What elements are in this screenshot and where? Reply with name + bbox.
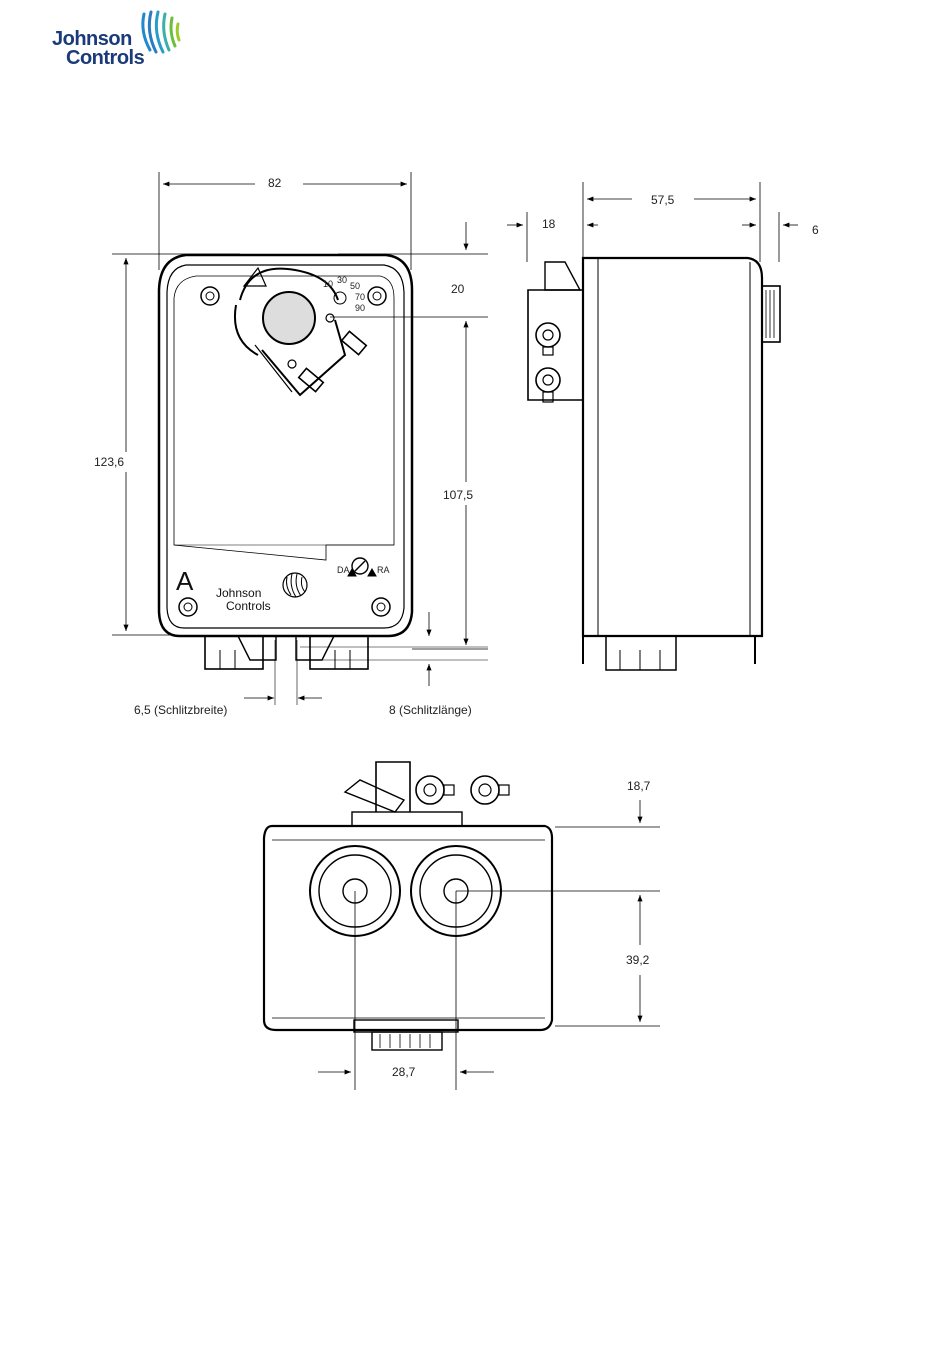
side-view — [507, 182, 798, 670]
dim-slot-length: 8 (Schlitzlänge) — [389, 703, 472, 717]
switch-label-ra: RA — [377, 565, 390, 575]
dim-knob: 6 — [812, 223, 819, 237]
device-brand-line2: Controls — [226, 599, 271, 613]
scale-mark-90: 90 — [355, 303, 365, 313]
device-letter: A — [176, 566, 194, 596]
dim-hole-spacing: 28,7 — [392, 1065, 416, 1079]
dim-top: 18,7 — [627, 779, 651, 793]
scale-mark-50: 50 — [350, 281, 360, 291]
dim-depth: 57,5 — [651, 193, 675, 207]
bottom-view — [264, 762, 660, 1090]
dim-bracket: 18 — [542, 217, 556, 231]
dim-hole-offset: 39,2 — [626, 953, 650, 967]
scale-mark-70: 70 — [355, 292, 365, 302]
dim-height-inner: 107,5 — [443, 488, 473, 502]
dim-height-total: 123,6 — [94, 455, 124, 469]
front-view — [112, 172, 488, 705]
dim-slot-width: 6,5 (Schlitzbreite) — [134, 703, 227, 717]
device-brand-line1: Johnson — [216, 586, 261, 600]
scale-mark-30: 30 — [337, 275, 347, 285]
scale-mark-10: 10 — [323, 279, 333, 289]
dim-top-offset: 20 — [451, 282, 465, 296]
dim-width-82: 82 — [268, 176, 282, 190]
switch-label-da: DA — [337, 565, 350, 575]
